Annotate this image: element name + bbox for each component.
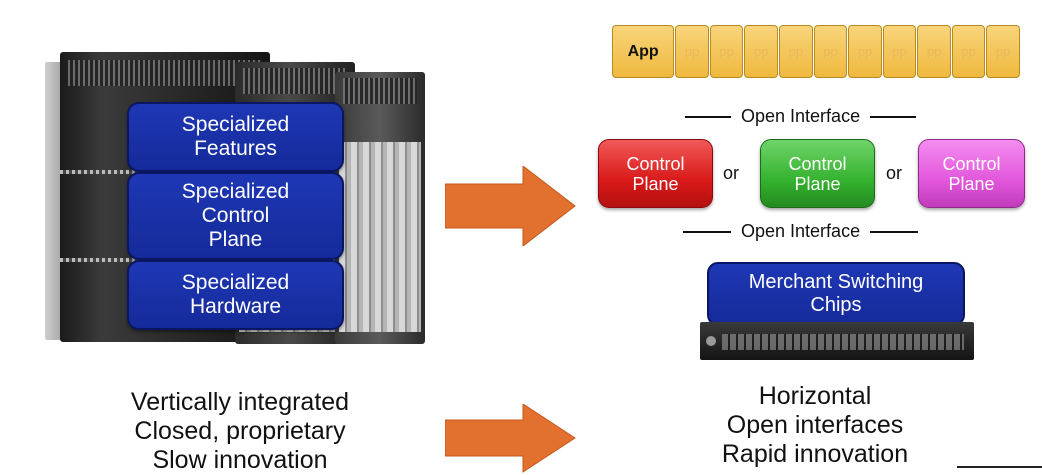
open-interface-bottom-label: Open Interface [741, 221, 861, 241]
open-interface-top: Open Interface [685, 106, 917, 127]
rack-vent [243, 68, 347, 94]
specialized-features-box: Specialized Features [127, 102, 344, 172]
control-plane-red: Control Plane [598, 139, 713, 208]
caption-line: Horizontal [758, 382, 872, 410]
merchant-switching-chips-box: Merchant Switching Chips [707, 262, 965, 326]
app-cell: pp [986, 25, 1021, 78]
app-faded-label: pp [753, 44, 769, 59]
switch-ports [722, 334, 964, 350]
app-cell: pp [882, 25, 917, 78]
specialized-control-plane-box: Specialized Control Plane [127, 172, 344, 260]
app-faded-label: pp [996, 44, 1011, 59]
caption-line: Vertically integrated [130, 388, 350, 416]
control-plane-label: Control Plane [942, 153, 1001, 194]
network-switch-image [700, 322, 974, 360]
server-rack-image: Specialized Features Specialized Control… [0, 0, 440, 350]
specialized-control-plane-label: Specialized Control Plane [181, 180, 290, 251]
control-plane-label: Control Plane [626, 153, 685, 194]
rack-vent [343, 78, 417, 104]
app-faded-label: pp [961, 44, 976, 59]
rack-vent [68, 60, 262, 86]
divider-line [870, 115, 917, 118]
app-faded-label: pp [892, 44, 907, 59]
app-label: App [627, 42, 659, 60]
app-cell: pp [951, 25, 986, 78]
specialized-features-label: Specialized Features [181, 113, 290, 160]
app-cell: pp [917, 25, 951, 78]
open-interface-bottom: Open Interface [683, 221, 919, 242]
control-plane-label: Control Plane [788, 153, 847, 194]
rack-cabinet-right [335, 72, 425, 344]
app-faded-label: pp [788, 44, 804, 59]
right-caption: Horizontal Open interfaces Rapid innovat… [670, 382, 960, 469]
divider-line [685, 115, 731, 118]
left-caption: Vertically integrated Closed, proprietar… [60, 388, 420, 475]
merchant-label: Merchant Switching Chips [748, 271, 924, 316]
corner-rule [957, 466, 1042, 468]
caption-line: Closed, proprietary [134, 417, 346, 445]
app-cell: App [612, 25, 675, 78]
app-faded-label: pp [719, 44, 734, 59]
app-bar: App pp pp pp pp pp pp pp pp pp pp [612, 25, 1021, 78]
app-cell: pp [848, 25, 882, 78]
app-faded-label: pp [926, 44, 942, 59]
app-cell: pp [813, 25, 848, 78]
or-label: or [886, 163, 903, 183]
app-cell: pp [709, 25, 744, 78]
specialized-hardware-label: Specialized Hardware [181, 271, 290, 318]
caption-line: Open interfaces [726, 411, 904, 439]
app-faded-label: pp [684, 44, 700, 59]
app-cell: pp [675, 25, 709, 78]
rack-line-cards [339, 142, 421, 332]
control-plane-pink: Control Plane [918, 139, 1025, 208]
app-faded-label: pp [857, 44, 873, 59]
caption-line: Slow innovation [152, 446, 328, 474]
open-interface-top-label: Open Interface [741, 106, 861, 126]
transition-arrow-top [445, 166, 576, 246]
caption-line: Rapid innovation [721, 440, 909, 468]
app-cell: pp [744, 25, 779, 78]
divider-line [683, 230, 731, 233]
control-plane-green: Control Plane [760, 139, 875, 208]
app-cell: pp [779, 25, 813, 78]
specialized-hardware-box: Specialized Hardware [127, 260, 344, 330]
transition-arrow-bottom [445, 404, 576, 473]
or-label: or [723, 163, 740, 183]
switch-led [706, 336, 716, 346]
app-faded-label: pp [823, 44, 838, 59]
divider-line [870, 230, 919, 233]
